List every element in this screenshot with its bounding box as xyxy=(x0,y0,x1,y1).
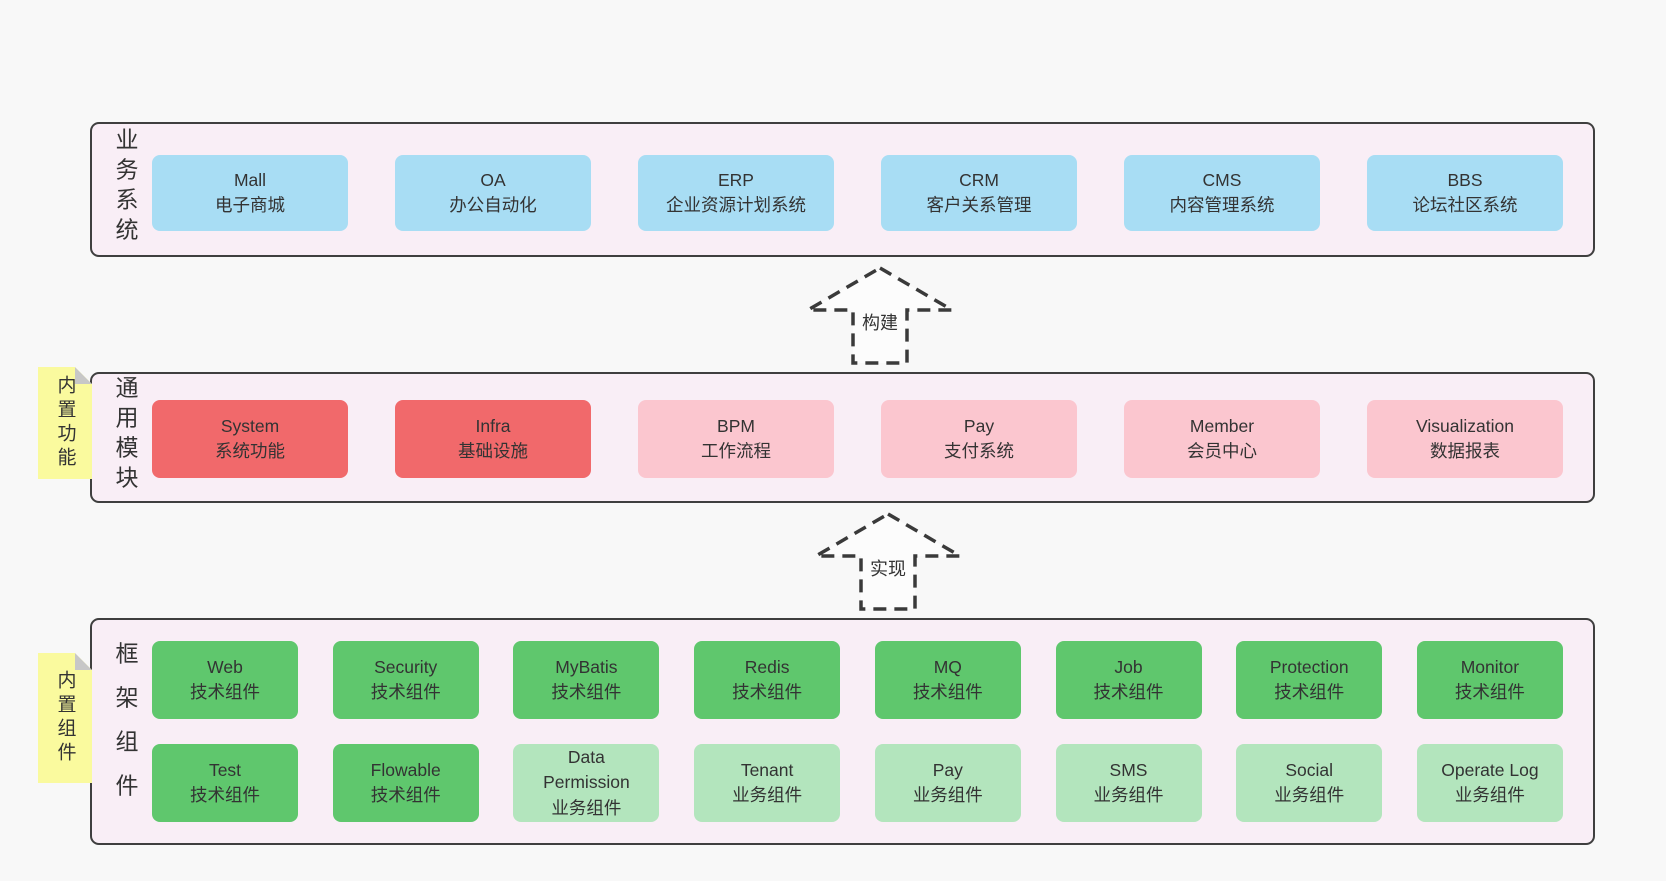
node-crm: CRM 客户关系管理 xyxy=(881,155,1077,231)
up-arrow-build-icon xyxy=(801,265,959,365)
layer-label-components: 框架组件 xyxy=(108,641,142,822)
node-cms: CMS 内容管理系统 xyxy=(1124,155,1320,231)
node-mall: Mall 电子商城 xyxy=(152,155,348,231)
node-operate-log: Operate Log 业务组件 xyxy=(1416,744,1563,822)
layer-label-business: 业务系统 xyxy=(108,127,142,252)
components-node-row-2: Test 技术组件 Flowable 技术组件 Data Permission … xyxy=(152,744,1563,822)
node-protection: Protection 技术组件 xyxy=(1236,641,1383,719)
node-pay-component: Pay 业务组件 xyxy=(874,744,1021,822)
layer-label-business-text: 业务系统 xyxy=(112,127,138,247)
modules-node-row: System 系统功能 Infra 基础设施 BPM 工作流程 Pay 支付系统… xyxy=(152,400,1563,478)
node-tenant: Tenant 业务组件 xyxy=(694,744,841,822)
sticky-note-built-in-components: 内置组件 xyxy=(38,653,92,783)
node-mybatis: MyBatis 技术组件 xyxy=(513,641,660,719)
node-test: Test 技术组件 xyxy=(152,744,298,822)
arrow-label-build: 构建 xyxy=(862,313,898,333)
node-infra: Infra 基础设施 xyxy=(395,400,591,478)
node-monitor: Monitor 技术组件 xyxy=(1416,641,1563,719)
arrow-label-implement: 实现 xyxy=(870,559,906,579)
node-pay-module: Pay 支付系统 xyxy=(881,400,1077,478)
node-web: Web 技术组件 xyxy=(152,641,298,719)
layer-label-components-text: 框架组件 xyxy=(112,641,138,817)
node-data-permission: Data Permission 业务组件 xyxy=(513,744,660,822)
business-node-row: Mall 电子商城 OA 办公自动化 ERP 企业资源计划系统 CRM 客户关系… xyxy=(152,155,1563,231)
node-social: Social 业务组件 xyxy=(1236,744,1383,822)
sticky-note-built-in-features: 内置功能 xyxy=(38,367,92,479)
layer-framework-components: 框架组件 Web 技术组件 Security 技术组件 MyBatis 技术组件… xyxy=(90,618,1595,845)
node-job: Job 技术组件 xyxy=(1055,641,1202,719)
node-member: Member 会员中心 xyxy=(1124,400,1320,478)
node-oa: OA 办公自动化 xyxy=(395,155,591,231)
layer-label-modules: 通用模块 xyxy=(108,375,142,500)
layer-business-systems: 业务系统 Mall 电子商城 OA 办公自动化 ERP 企业资源计划系统 CRM… xyxy=(90,122,1595,257)
node-flowable: Flowable 技术组件 xyxy=(332,744,479,822)
node-bbs: BBS 论坛社区系统 xyxy=(1367,155,1563,231)
node-security: Security 技术组件 xyxy=(332,641,479,719)
components-node-row-1: Web 技术组件 Security 技术组件 MyBatis 技术组件 Redi… xyxy=(152,641,1563,719)
node-system: System 系统功能 xyxy=(152,400,348,478)
up-arrow-implement-icon xyxy=(809,511,967,611)
node-mq: MQ 技术组件 xyxy=(874,641,1021,719)
layer-label-modules-text: 通用模块 xyxy=(112,375,138,495)
node-visualization: Visualization 数据报表 xyxy=(1367,400,1563,478)
layer-common-modules: 通用模块 System 系统功能 Infra 基础设施 BPM 工作流程 Pay… xyxy=(90,372,1595,503)
node-sms: SMS 业务组件 xyxy=(1055,744,1202,822)
node-erp: ERP 企业资源计划系统 xyxy=(638,155,834,231)
node-redis: Redis 技术组件 xyxy=(694,641,841,719)
node-bpm: BPM 工作流程 xyxy=(638,400,834,478)
